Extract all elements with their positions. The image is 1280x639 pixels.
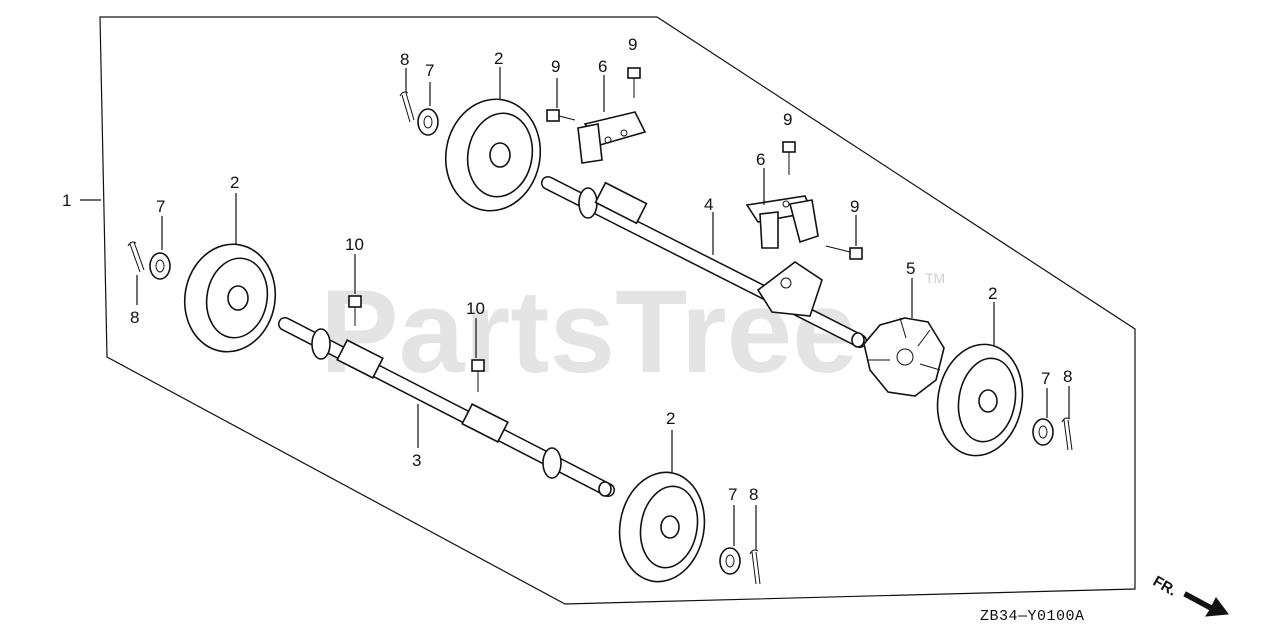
bolt-9d[interactable] <box>825 245 863 260</box>
wheel-top[interactable] <box>437 92 549 219</box>
callout-bracket-lower[interactable]: 6 <box>756 150 765 169</box>
bracket-upper[interactable] <box>577 111 647 164</box>
callout-wheel-top[interactable]: 2 <box>494 49 503 68</box>
callout-pin-top[interactable]: 8 <box>400 50 409 69</box>
pin-right[interactable] <box>1061 417 1073 451</box>
washer-bottom[interactable] <box>719 547 741 575</box>
callout-bolt-9b[interactable]: 9 <box>551 57 560 76</box>
callout-washer-left[interactable]: 7 <box>156 197 165 216</box>
wheel-bottom[interactable] <box>611 466 713 589</box>
callout-bolt-9c[interactable]: 9 <box>783 110 792 129</box>
wheel-left[interactable] <box>176 237 283 359</box>
callout-bolt-10b[interactable]: 10 <box>466 299 485 318</box>
callout-pin-right[interactable]: 8 <box>1063 367 1072 386</box>
callout-bracket-upper[interactable]: 6 <box>598 57 607 76</box>
washer-left[interactable] <box>149 252 171 280</box>
callout-height-plate[interactable]: 5 <box>906 259 915 278</box>
callout-front-axle[interactable]: 4 <box>704 195 713 214</box>
front-axle-mount <box>756 261 823 317</box>
callout-wheel-bottom[interactable]: 2 <box>666 409 675 428</box>
height-adjust-plate[interactable] <box>863 317 945 397</box>
bracket-lower[interactable] <box>745 195 819 249</box>
callout-bolt-9a[interactable]: 9 <box>628 35 637 54</box>
assembly-outline <box>99 16 1136 605</box>
rear-axle[interactable] <box>278 317 615 497</box>
bolt-9c[interactable] <box>782 141 796 175</box>
callout-pin-bottom[interactable]: 8 <box>749 485 758 504</box>
bolt-9b[interactable] <box>546 109 576 122</box>
callout-wheel-left[interactable]: 2 <box>230 173 239 192</box>
pin-left[interactable] <box>127 241 145 273</box>
washer-top[interactable] <box>417 108 439 136</box>
bolt-10b[interactable] <box>471 359 485 392</box>
callout-washer-right[interactable]: 7 <box>1041 369 1050 388</box>
callout-rear-axle[interactable]: 3 <box>412 451 421 470</box>
diagram-code: ZB34—Y0100A <box>980 608 1085 625</box>
pin-top[interactable] <box>399 91 415 123</box>
bolt-10a[interactable] <box>348 295 362 326</box>
callout-bolt-9d[interactable]: 9 <box>850 197 859 216</box>
callout-bolt-10a[interactable]: 10 <box>345 235 364 254</box>
callout-washer-top[interactable]: 7 <box>425 61 434 80</box>
callout-pin-left[interactable]: 8 <box>130 308 139 327</box>
callout-wheel-right[interactable]: 2 <box>988 284 997 303</box>
pin-bottom[interactable] <box>749 549 761 585</box>
callout-washer-bottom[interactable]: 7 <box>728 485 737 504</box>
wheel-right[interactable] <box>929 338 1031 463</box>
watermark-trademark: TM <box>925 270 945 286</box>
washer-right[interactable] <box>1032 418 1054 446</box>
arrow-right-down-icon <box>1183 591 1229 617</box>
bolt-9a[interactable] <box>627 67 641 98</box>
front-indicator-label: FR. <box>1150 573 1179 600</box>
callout-assembly[interactable]: 1 <box>62 191 71 210</box>
